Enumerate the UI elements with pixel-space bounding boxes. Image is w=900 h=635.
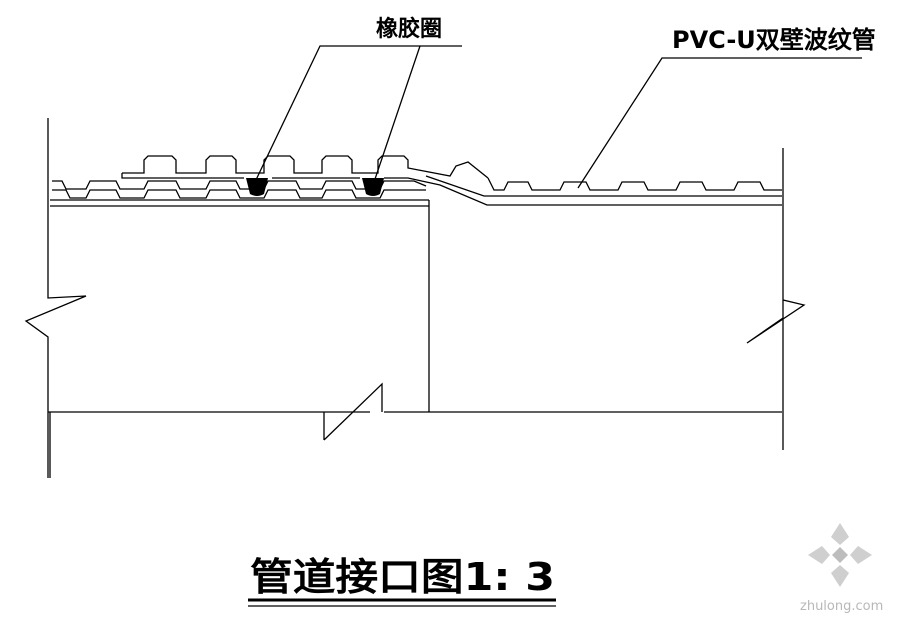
rubber-ring-leader-line	[254, 45, 462, 183]
spigot-corrugation	[52, 180, 427, 190]
left-boundary-line	[24, 118, 87, 478]
rubber-ring-label: 橡胶圈	[376, 16, 442, 42]
watermark-text: zhulong.com	[800, 599, 883, 614]
rubber-ring-seal-left	[246, 178, 268, 196]
pipe-leader-line	[577, 57, 862, 189]
bottom-break-line	[323, 382, 383, 441]
socket-outer-corrugation	[122, 155, 489, 179]
socket-inner-line	[121, 173, 782, 206]
zhulong-logo-icon	[808, 523, 872, 587]
pipe-outer-wall	[425, 175, 782, 197]
pipe-label: PVC-U双壁波纹管	[672, 26, 876, 54]
pipe-corrugation	[487, 177, 782, 191]
drawing-title: 管道接口图1: 3	[250, 555, 555, 599]
rubber-ring-seal-right	[362, 178, 384, 196]
spigot-inner-liner	[50, 199, 429, 207]
lower-base-line	[48, 411, 51, 478]
spigot-inner-wall	[52, 189, 426, 199]
right-boundary-line	[746, 148, 806, 450]
